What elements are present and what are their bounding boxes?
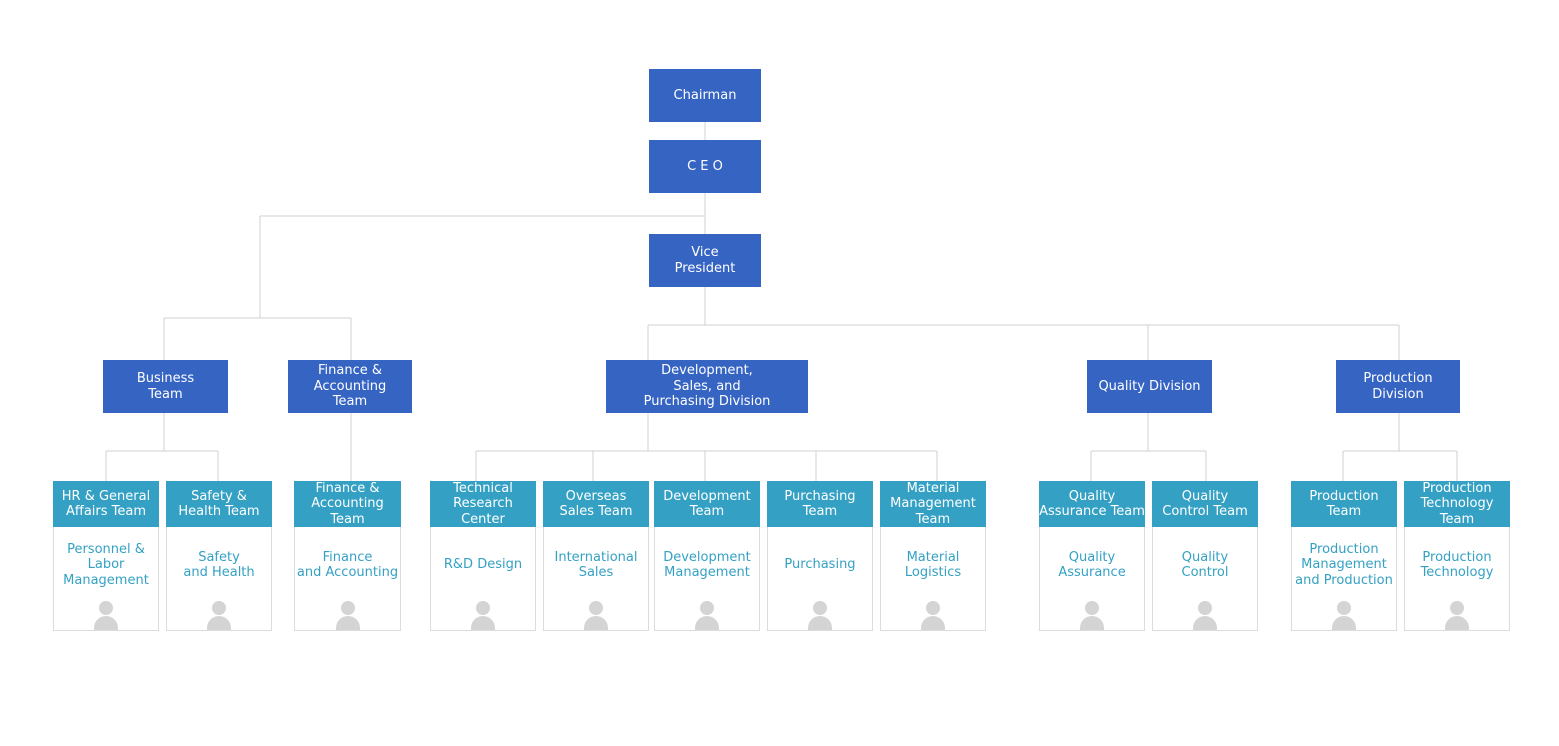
chairman-box[interactable]: Chairman xyxy=(649,69,761,122)
vice-president-label: Vice President xyxy=(674,245,736,276)
finance-accounting-team-box[interactable]: Finance & Accounting Team xyxy=(288,360,412,413)
team-card-production-technology[interactable]: Production Technology Team Production Te… xyxy=(1404,481,1510,631)
ceo-box[interactable]: C E O xyxy=(649,140,761,193)
team-card-production[interactable]: Production Team Production Management an… xyxy=(1291,481,1397,631)
person-icon xyxy=(921,601,945,630)
person-icon xyxy=(94,601,118,630)
team-name: HR & General Affairs Team xyxy=(53,481,159,527)
person-icon xyxy=(1332,601,1356,630)
vice-president-box[interactable]: Vice President xyxy=(649,234,761,287)
person-icon xyxy=(1445,601,1469,630)
team-card-safety-health[interactable]: Safety & Health Team Safety and Health xyxy=(166,481,272,631)
team-card-quality-assurance[interactable]: Quality Assurance Team Quality Assurance xyxy=(1039,481,1145,631)
ceo-label: C E O xyxy=(687,158,723,174)
team-card-purchasing[interactable]: Purchasing Team Purchasing xyxy=(767,481,873,631)
person-icon xyxy=(584,601,608,630)
team-card-quality-control[interactable]: Quality Control Team Quality Control xyxy=(1152,481,1258,631)
person-icon xyxy=(471,601,495,630)
team-role: Material Logistics xyxy=(904,549,962,581)
team-role: Production Management and Production xyxy=(1295,541,1393,588)
team-role: R&D Design xyxy=(443,557,523,573)
team-card-finance-accounting[interactable]: Finance & Accounting Team Finance and Ac… xyxy=(294,481,401,631)
finance-accounting-team-label: Finance & Accounting Team xyxy=(313,363,387,410)
team-role: Development Management xyxy=(663,549,751,581)
production-division-label: Production Division xyxy=(1363,371,1433,402)
development-division-label: Development, Sales, and Purchasing Divis… xyxy=(643,363,771,410)
team-name: Overseas Sales Team xyxy=(543,481,649,527)
team-name: Finance & Accounting Team xyxy=(294,481,401,527)
team-name: Quality Control Team xyxy=(1152,481,1258,527)
team-card-technical-research-center[interactable]: Technical Research Center R&D Design xyxy=(430,481,536,631)
team-name: Production Technology Team xyxy=(1404,481,1510,527)
team-role: Quality Assurance xyxy=(1058,549,1126,581)
team-card-development[interactable]: Development Team Development Management xyxy=(654,481,760,631)
team-role: Finance and Accounting xyxy=(296,549,399,581)
team-card-overseas-sales[interactable]: Overseas Sales Team International Sales xyxy=(543,481,649,631)
team-card-material-management[interactable]: Material Management Team Material Logist… xyxy=(880,481,986,631)
team-role: Production Technology xyxy=(1420,549,1494,581)
quality-division-label: Quality Division xyxy=(1098,378,1201,394)
team-card-hr-general-affairs[interactable]: HR & General Affairs Team Personnel & La… xyxy=(53,481,159,631)
connector-lines xyxy=(105,122,1458,481)
team-name: Production Team xyxy=(1291,481,1397,527)
team-role: Quality Control xyxy=(1181,549,1229,581)
person-icon xyxy=(695,601,719,630)
production-division-box[interactable]: Production Division xyxy=(1336,360,1460,413)
development-division-box[interactable]: Development, Sales, and Purchasing Divis… xyxy=(606,360,808,413)
team-name: Quality Assurance Team xyxy=(1039,481,1145,527)
person-icon xyxy=(207,601,231,630)
team-role: Personnel & Labor Management xyxy=(63,541,149,588)
team-name: Technical Research Center xyxy=(430,481,536,527)
team-role: Purchasing xyxy=(784,557,856,573)
person-icon xyxy=(1080,601,1104,630)
person-icon xyxy=(808,601,832,630)
team-role: Safety and Health xyxy=(183,549,255,581)
person-icon xyxy=(335,601,360,630)
team-role: International Sales xyxy=(554,549,638,581)
team-name: Material Management Team xyxy=(880,481,986,527)
business-team-box[interactable]: Business Team xyxy=(103,360,228,413)
team-name: Safety & Health Team xyxy=(166,481,272,527)
chairman-label: Chairman xyxy=(673,87,737,103)
person-icon xyxy=(1193,601,1217,630)
team-name: Development Team xyxy=(654,481,760,527)
business-team-label: Business Team xyxy=(136,371,195,402)
team-name: Purchasing Team xyxy=(767,481,873,527)
quality-division-box[interactable]: Quality Division xyxy=(1087,360,1212,413)
